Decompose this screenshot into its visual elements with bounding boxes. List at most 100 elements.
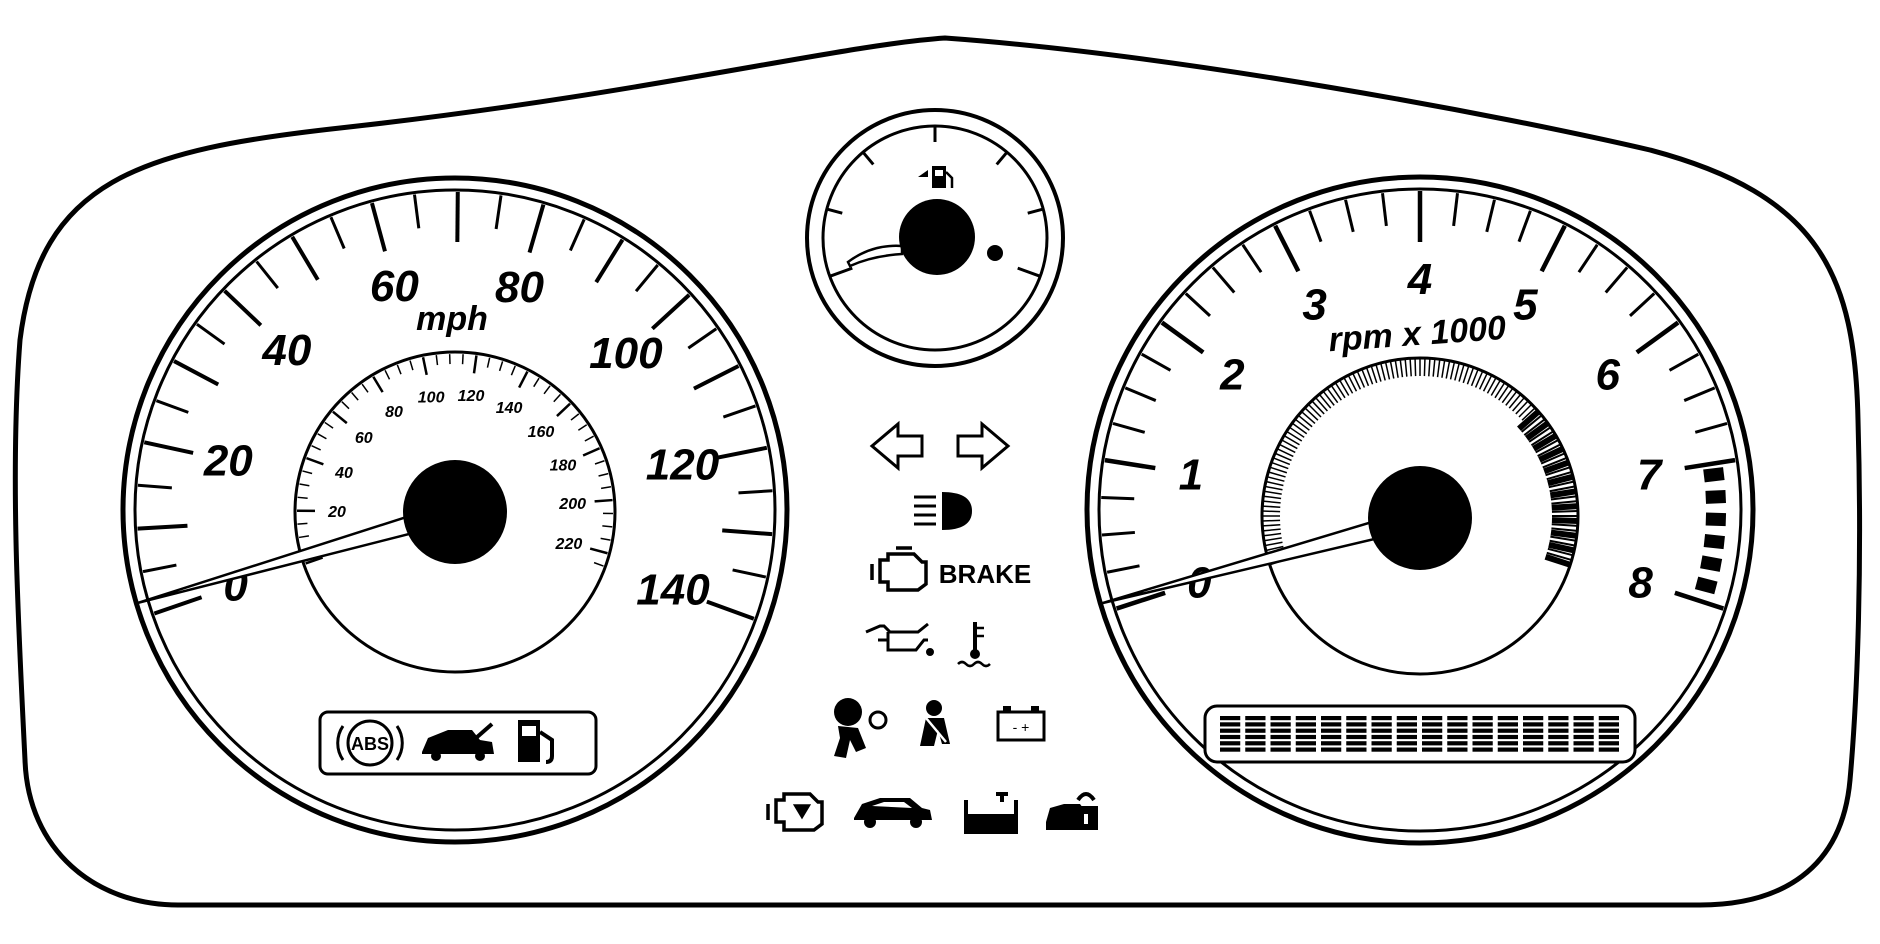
kmh-tick — [472, 355, 478, 374]
tach-inner-tick — [1548, 541, 1575, 554]
rpm-minor-tick — [1485, 199, 1496, 233]
mph-minor-tick — [196, 322, 226, 346]
tach-inner-tick — [1283, 434, 1300, 446]
display-segment — [1598, 716, 1619, 752]
rpm-minor-tick — [1241, 243, 1263, 274]
rpm-minor-tick — [1101, 530, 1135, 537]
display-segment — [1321, 716, 1342, 752]
kmh-tick — [311, 445, 321, 451]
kmh-tick — [553, 393, 562, 403]
fuel-door-direction-arrow — [918, 170, 928, 184]
tach-inner-tick — [1404, 358, 1408, 377]
tach-inner-tick — [1274, 452, 1292, 462]
kmh-label: 80 — [385, 404, 403, 421]
kmh-tick — [498, 361, 504, 372]
rpm-label: 5 — [1513, 280, 1538, 329]
rpm-minor-ticks — [1101, 193, 1728, 574]
kmh-tick — [584, 435, 594, 442]
rpm-minor-tick — [1517, 210, 1532, 243]
tach-inner-tick — [1307, 403, 1322, 418]
rpm-major-tick — [1684, 457, 1736, 471]
tach-inner-tick — [1409, 358, 1412, 377]
tach-inner-tick — [1263, 537, 1282, 542]
tach-inner-tick — [1262, 519, 1281, 522]
rpm-minor-tick — [1124, 386, 1157, 402]
kmh-tick — [533, 377, 540, 388]
display-segment — [1548, 716, 1569, 752]
tach-inner-tick — [1550, 495, 1577, 501]
tach-inner-tick — [1330, 384, 1342, 401]
rpm-redline-block — [1705, 512, 1727, 527]
tach-inner-tick — [1263, 490, 1282, 495]
kmh-tick — [317, 433, 327, 440]
tach-inner-tick — [1545, 466, 1571, 477]
tach-inner-tick — [1454, 362, 1461, 381]
kmh-tick — [421, 357, 428, 376]
tach-inner-tick — [1428, 358, 1431, 377]
tach-inner-tick — [1546, 551, 1573, 562]
kmh-tick — [351, 392, 359, 401]
fuel-full-marker — [987, 245, 1003, 261]
tach-inner-tick — [1532, 432, 1558, 452]
turn-right-arrow-icon — [956, 420, 1011, 472]
tach-inner-tick — [1338, 379, 1350, 396]
mph-minor-tick — [732, 568, 767, 579]
display-segment — [1346, 716, 1367, 752]
kmh-tick — [577, 424, 588, 431]
mph-minor-tick — [142, 563, 177, 574]
rpm-redline-block — [1703, 467, 1725, 483]
tach-inner-tick — [1370, 365, 1378, 384]
rpm-minor-tick — [1101, 495, 1135, 501]
tach-inner-tick — [1297, 414, 1313, 428]
tach-inner-tick — [1494, 382, 1506, 399]
mph-major-tick — [153, 595, 203, 616]
display-segment — [1422, 716, 1443, 752]
rpm-label: 4 — [1407, 255, 1432, 304]
rpm-label: 1 — [1179, 451, 1203, 500]
tach-inner-tick — [1547, 473, 1574, 487]
mph-major-tick — [651, 293, 691, 331]
kmh-label: 60 — [355, 430, 373, 447]
tach-inner-tick — [1272, 457, 1291, 466]
tach-inner-tick — [1549, 485, 1576, 493]
airbag-icon — [834, 698, 888, 758]
kmh-label: 180 — [550, 457, 577, 474]
mph-major-tick — [137, 523, 188, 531]
tach-inner-tick — [1501, 387, 1514, 404]
speedometer-hub — [403, 460, 507, 564]
kmh-tick — [594, 498, 613, 503]
tach-inner-tick — [1550, 529, 1578, 539]
rpm-minor-tick — [1577, 243, 1599, 274]
tach-inner-tick — [1264, 541, 1283, 547]
tach-inner-tick — [1379, 362, 1386, 381]
tach-inner-tick — [1268, 471, 1286, 478]
kmh-tick — [302, 470, 313, 475]
mph-minor-ticks — [137, 194, 773, 579]
kmh-tick — [361, 383, 369, 393]
tach-inner-tick — [1551, 523, 1578, 527]
rpm-redline-block — [1705, 490, 1726, 504]
rpm-major-tick — [1104, 457, 1156, 471]
mph-minor-tick — [568, 218, 586, 252]
tach-inner-tick — [1294, 418, 1310, 431]
tach-inner-tick — [1546, 470, 1573, 481]
mph-major-tick — [527, 203, 546, 254]
fuel-tick — [826, 207, 843, 215]
kmh-tick — [297, 496, 308, 499]
tach-inner-tick — [1423, 358, 1426, 377]
rpm-major-tick — [1160, 320, 1205, 355]
brake-warning-label: BRAKE — [939, 559, 1031, 589]
rpm-major-tick — [1539, 224, 1567, 273]
tach-inner-tick — [1540, 452, 1566, 465]
tach-inner-tick — [1550, 535, 1577, 542]
tach-inner-tick — [1394, 359, 1399, 378]
fuel-gauge-ticks — [826, 126, 1044, 278]
display-segment — [1497, 716, 1518, 752]
tach-inner-tick — [1278, 443, 1296, 454]
warning-lights: BRAKE - + — [766, 420, 1098, 834]
rpm-label: 6 — [1595, 351, 1620, 400]
kmh-label: 20 — [327, 504, 346, 521]
coolant-temperature-icon — [957, 622, 991, 668]
